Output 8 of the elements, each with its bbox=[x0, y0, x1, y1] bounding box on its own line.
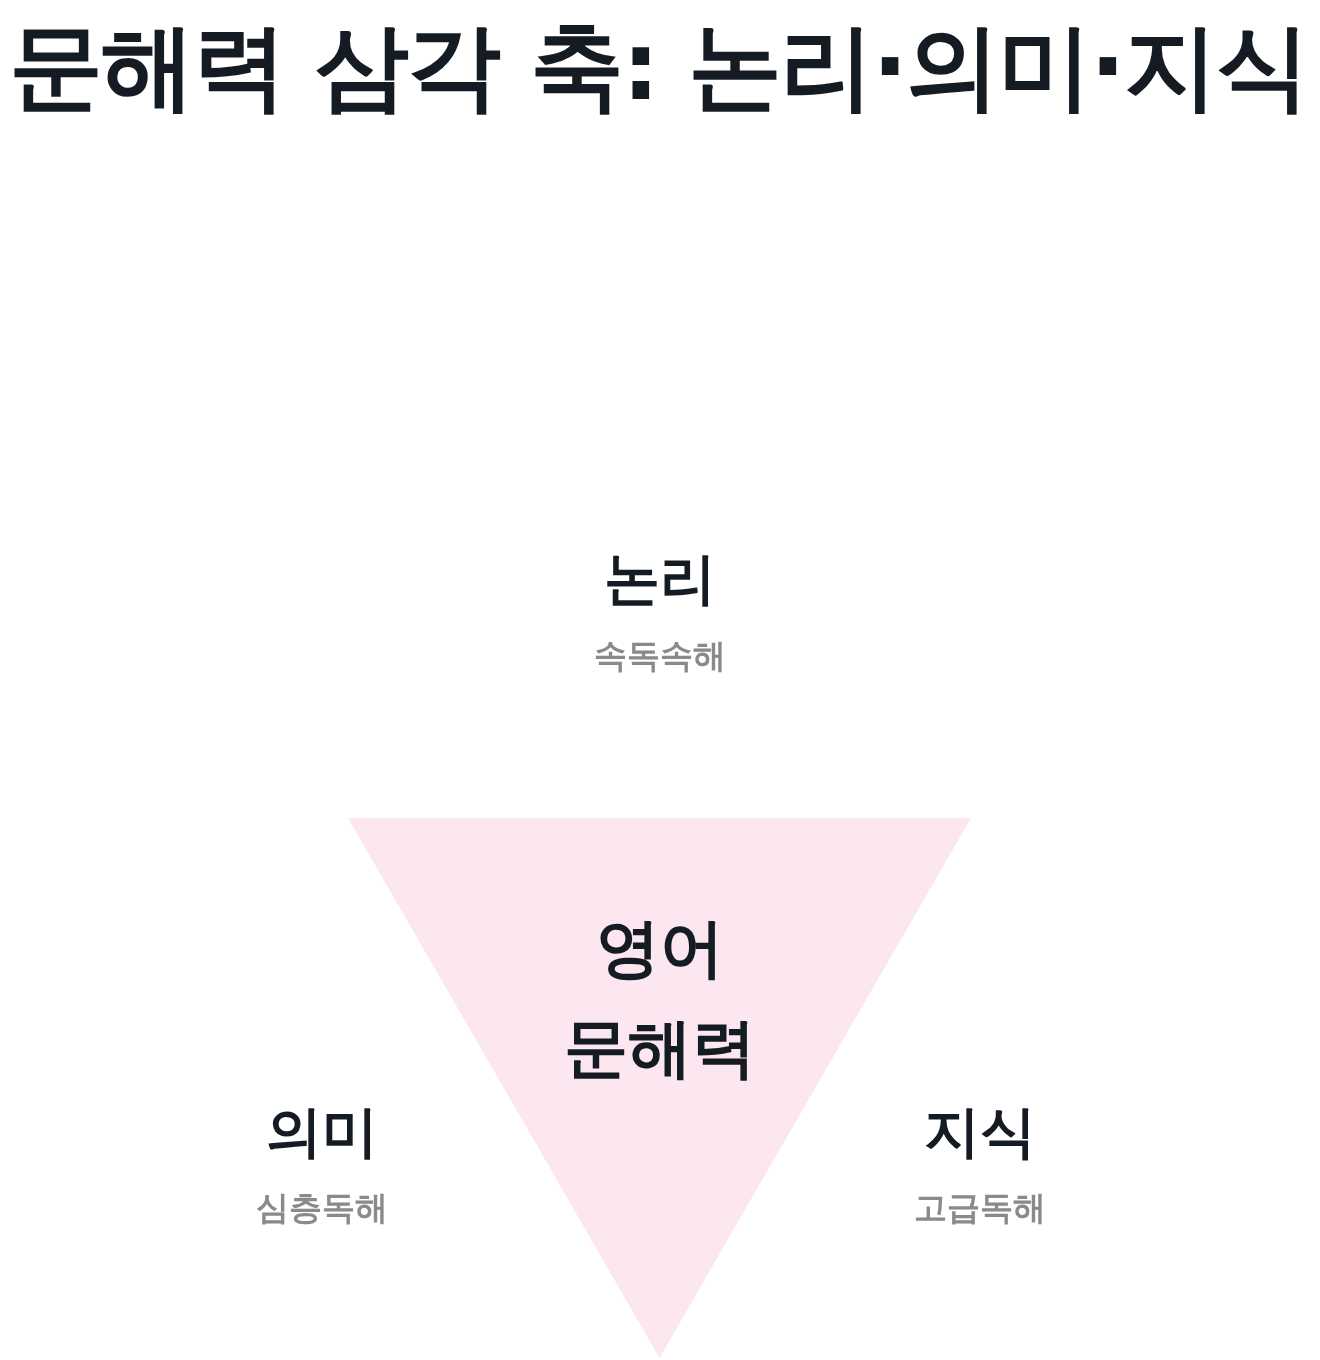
axis-description: 심층독해 bbox=[256, 1188, 388, 1228]
axis-name: 의미 bbox=[266, 1097, 378, 1165]
center-label: 영어 문해력 bbox=[563, 910, 757, 1087]
title: 문해력 삼각 축: 논리·의미·지식 bbox=[8, 14, 1308, 118]
axis-description: 속독속해 bbox=[594, 636, 726, 676]
axis-description: 고급독해 bbox=[914, 1188, 1046, 1228]
axis-name: 지식 bbox=[924, 1097, 1036, 1165]
axis-name: 논리 bbox=[604, 544, 716, 612]
